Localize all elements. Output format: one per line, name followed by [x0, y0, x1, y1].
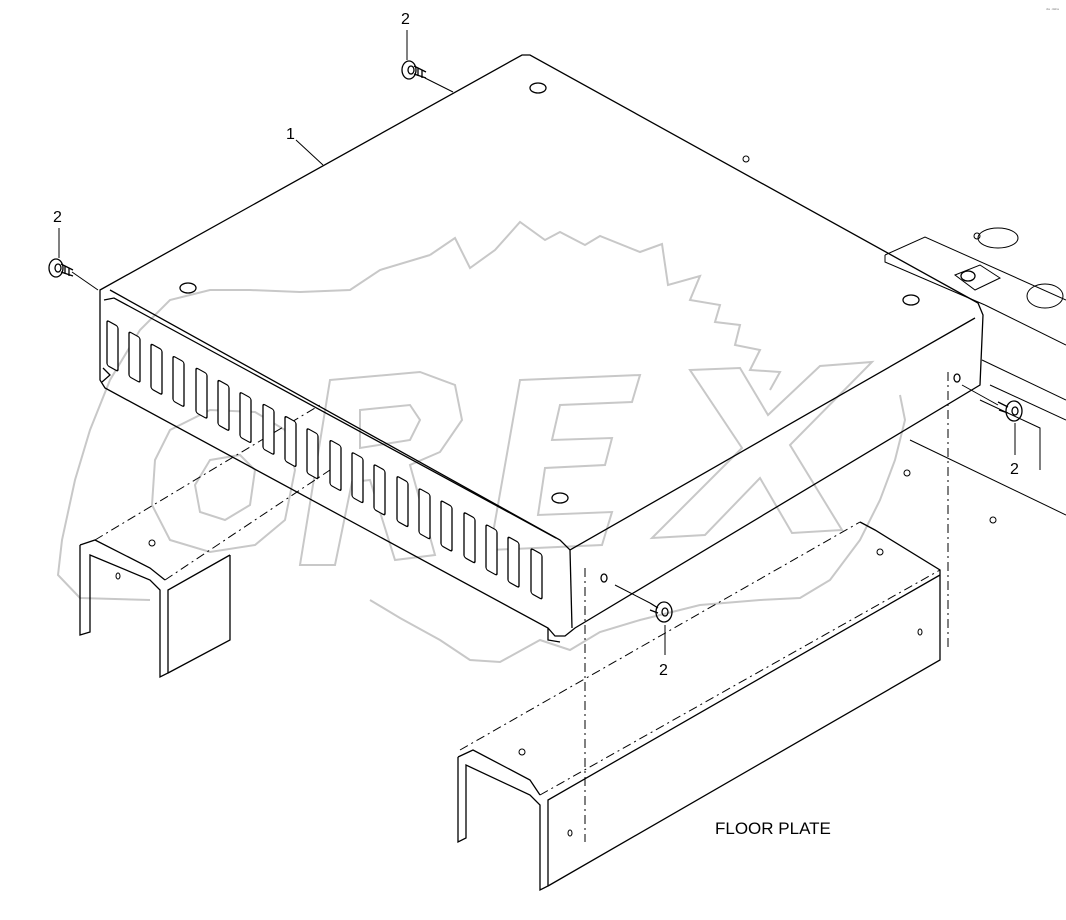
orex-watermark: [56, 220, 907, 664]
screw-right: [997, 400, 1023, 422]
right-support-channel: [457, 521, 941, 892]
cover-part-1: [99, 54, 984, 643]
callout-part-1: 1: [286, 126, 295, 143]
floor-hole: [977, 227, 1019, 249]
floor-plate-label: FLOOR PLATE: [715, 819, 831, 838]
callout-part-2-top: 2: [401, 11, 410, 28]
callout-part-2-left: 2: [53, 209, 62, 226]
screw-left: [48, 258, 74, 278]
corner-mark: ᵈᵃ ᵈᵃᵗᵃ: [1046, 8, 1059, 14]
callout-part-2-right: 2: [1010, 461, 1019, 478]
floor-hole: [1026, 283, 1064, 309]
screw-alignment-lines: [71, 77, 999, 842]
floor-plate-frame: [742, 155, 1066, 524]
callout-leaders: [58, 30, 1016, 655]
vent-slots: [106, 320, 543, 600]
screw-bottom: [649, 601, 673, 623]
callout-part-2-bottom: 2: [659, 662, 668, 679]
left-support-channel: [79, 404, 331, 679]
screw-top: [401, 60, 427, 80]
